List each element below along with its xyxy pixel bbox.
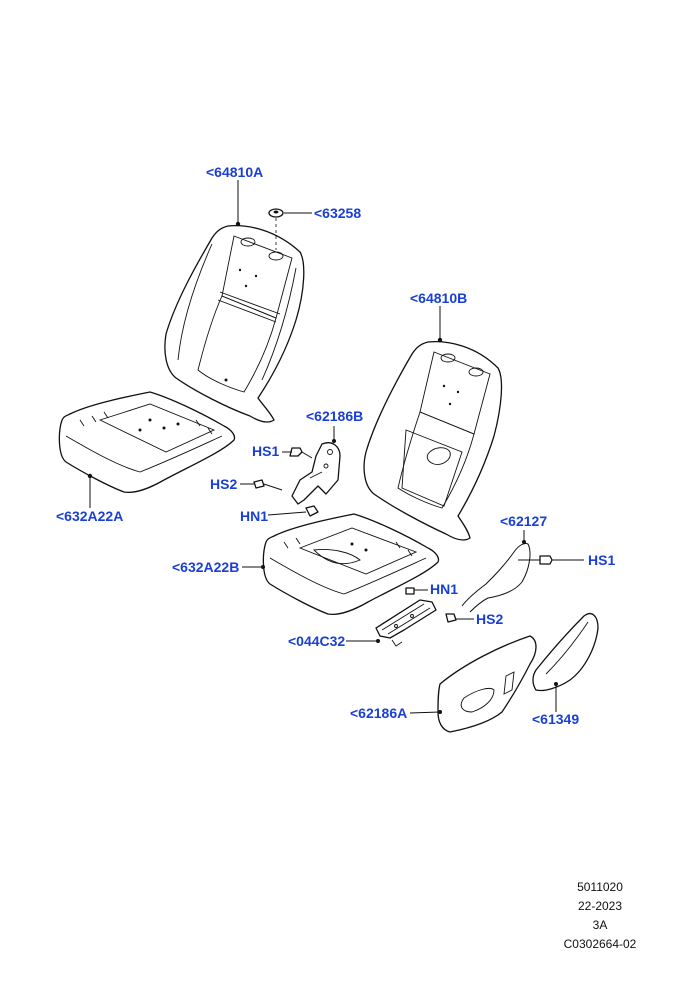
screw-hs2-right (445, 613, 457, 623)
track (375, 599, 437, 647)
footer-line-3: 3A (592, 918, 608, 932)
footer-line-2: 22-2023 (577, 899, 623, 913)
callout-hs2-left: HS2 (210, 476, 237, 492)
wire-harness (461, 543, 553, 613)
nut-hn1-right (405, 587, 415, 595)
leader-lines (87, 180, 584, 714)
callout-shield-a: <62186A (350, 705, 407, 721)
side-trim (532, 613, 599, 692)
screw-hs1-left (289, 447, 313, 459)
callout-hn1-left: HN1 (240, 508, 268, 524)
shield-a (437, 635, 537, 733)
callout-cushion-left: <632A22A (56, 508, 123, 524)
footer-line-1: 5011020 (577, 880, 623, 894)
backrest-right (363, 340, 503, 541)
footer-line-4: C0302664-02 (563, 937, 637, 951)
callout-headrest-guide: <63258 (314, 205, 361, 221)
callout-hn1-right: HN1 (430, 581, 458, 597)
callout-track: <044C32 (288, 633, 345, 649)
nut-hn1-left (305, 505, 319, 517)
callout-hs1-right: HS1 (588, 552, 615, 568)
callout-bracket-b: <62186B (306, 408, 363, 424)
cushion-left (58, 391, 236, 494)
callout-hs2-right: HS2 (476, 611, 503, 627)
screw-hs2-left (253, 479, 283, 491)
backrest-left (164, 224, 305, 423)
callout-cushion-right: <632A22B (172, 559, 239, 575)
cushion-right (262, 513, 440, 616)
callout-wire: <62127 (500, 513, 547, 529)
callout-trim: <61349 (532, 711, 579, 727)
callout-backrest-right: <64810B (410, 290, 467, 306)
callout-hs1-left: HS1 (252, 443, 279, 459)
callout-backrest-left: <64810A (206, 164, 263, 180)
drawing-reference-block: 5011020 22-2023 3A C0302664-02 (545, 878, 655, 954)
headrest-guide (268, 208, 284, 250)
bracket-b (291, 442, 341, 505)
